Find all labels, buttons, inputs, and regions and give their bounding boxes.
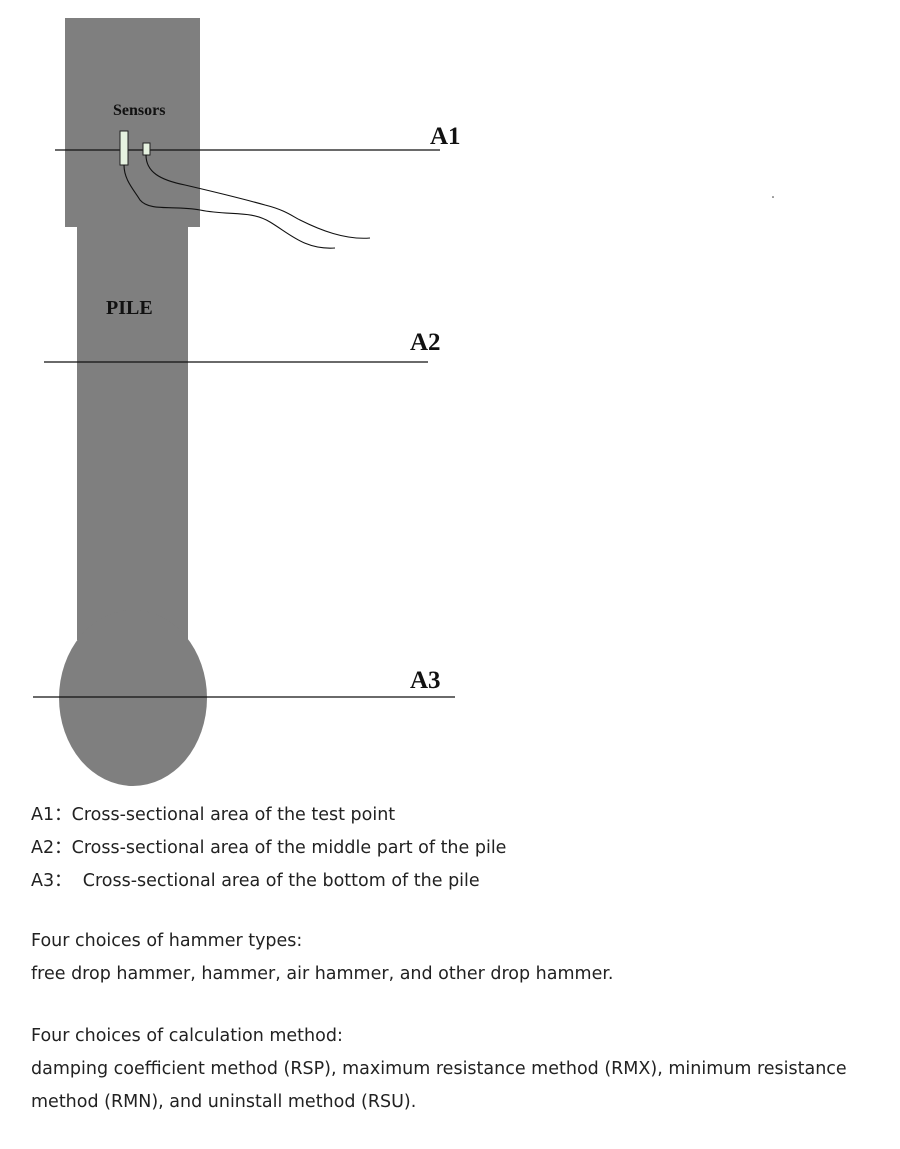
hammer-types-block: Four choices of hammer types: free drop … <box>31 925 891 991</box>
legend-text-a2: Cross-sectional area of the middle part … <box>71 838 507 858</box>
sensor-cable-2 <box>145 154 371 239</box>
pile-bulb <box>59 610 207 786</box>
calculation-method-block: Four choices of calculation method: damp… <box>31 1020 891 1119</box>
hammer-types-heading: Four choices of hammer types: <box>31 931 303 951</box>
legend-text-a3: Cross-sectional area of the bottom of th… <box>71 871 480 891</box>
a3-label: A3 <box>410 667 441 694</box>
legend-key-a1: A1： <box>31 805 72 825</box>
a1-label: A1 <box>430 123 461 150</box>
calculation-method-heading: Four choices of calculation method: <box>31 1026 343 1046</box>
strain-sensor <box>119 130 129 166</box>
pile-shaft <box>77 220 188 640</box>
pile-cap <box>65 18 200 227</box>
legend-key-a3: A3： <box>31 871 72 891</box>
hammer-types-text: free drop hammer, hammer, air hammer, an… <box>31 964 614 984</box>
sensor-cable-1 <box>123 164 336 249</box>
legend-row-a3: A3： Cross-sectional area of the bottom o… <box>31 865 891 898</box>
calculation-method-text-2: method (RMN), and uninstall method (RSU)… <box>31 1092 417 1112</box>
legend-row-a2: A2：Cross-sectional area of the middle pa… <box>31 832 891 865</box>
calculation-method-text-1: damping coefficient method (RSP), maximu… <box>31 1059 847 1079</box>
accelerometer-sensor <box>142 142 151 156</box>
sensors-label: Sensors <box>113 102 165 119</box>
pile-label: PILE <box>106 297 153 319</box>
stray-dot <box>772 196 774 198</box>
legend-text-a1: Cross-sectional area of the test point <box>71 805 396 825</box>
legend-row-a1: A1：Cross-sectional area of the test poin… <box>31 799 891 832</box>
a2-label: A2 <box>410 329 441 356</box>
legend-key-a2: A2： <box>31 838 72 858</box>
area-legend: A1：Cross-sectional area of the test poin… <box>31 799 891 898</box>
pile-diagram: Sensors PILE A1 A2 A3 <box>33 18 774 786</box>
